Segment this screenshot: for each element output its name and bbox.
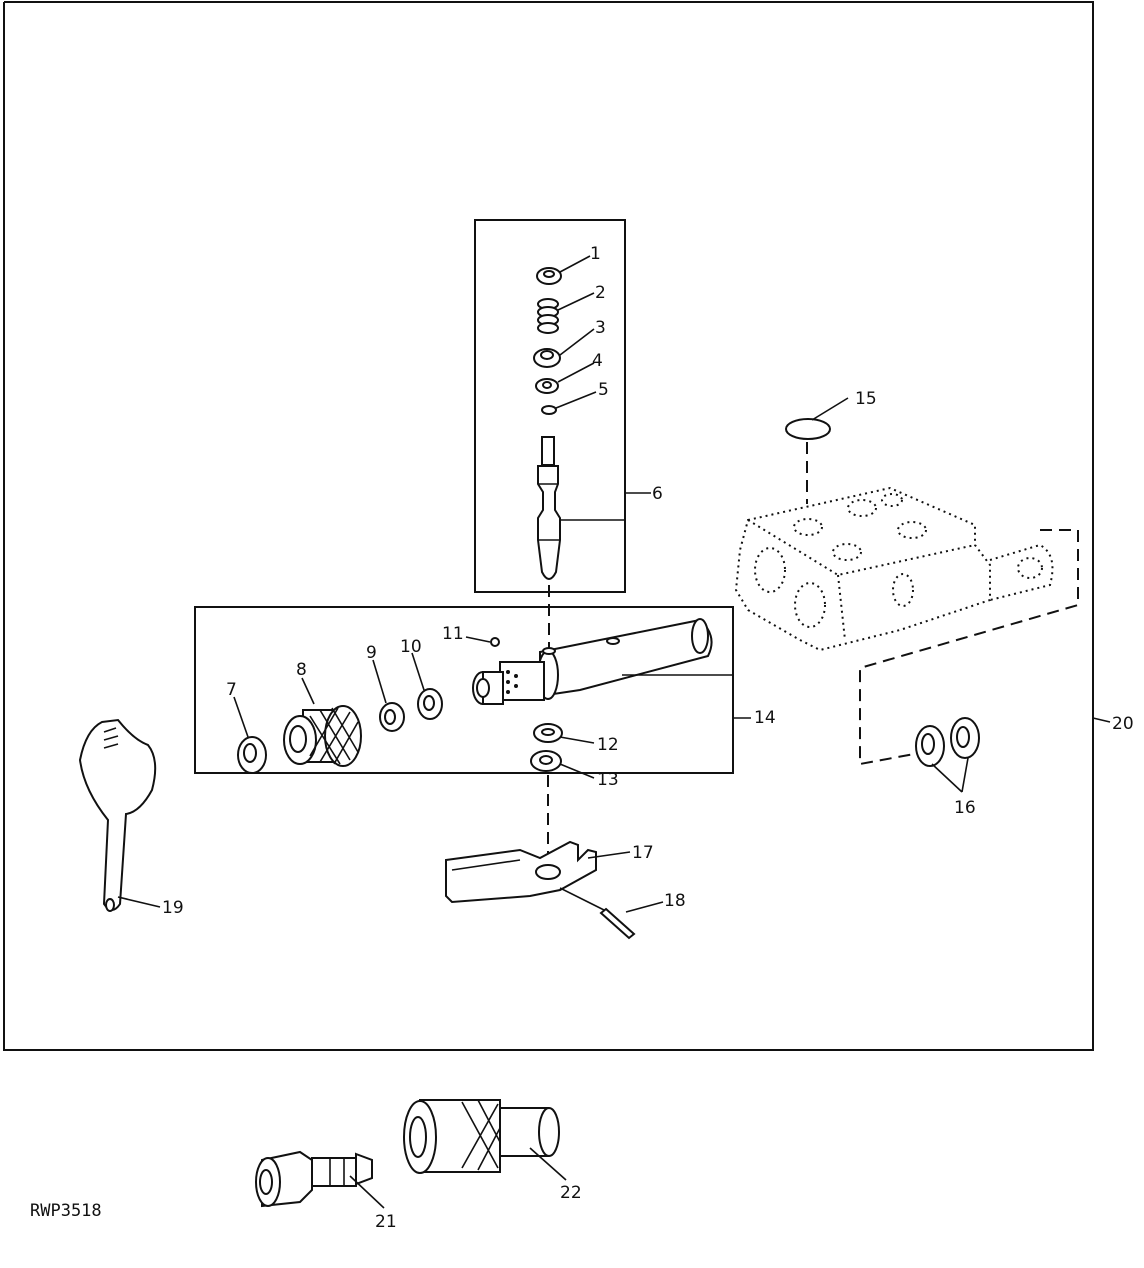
callout-18: 18 (664, 891, 686, 911)
callout-19: 19 (162, 898, 184, 918)
part-16-seals (915, 717, 980, 767)
part-1-washer (536, 267, 562, 285)
callout-3: 3 (595, 318, 606, 338)
part-6-plunger (537, 436, 561, 580)
figure-code: RWP3518 (30, 1201, 102, 1221)
callout-15: 15 (855, 389, 877, 409)
callout-17: 17 (632, 843, 654, 863)
part-14-spool (472, 618, 713, 705)
part-3-retainer (533, 348, 561, 368)
part-12-washer (533, 723, 563, 743)
callout-7: 7 (226, 680, 237, 700)
callout-20: 20 (1112, 714, 1134, 734)
callout-2: 2 (595, 283, 606, 303)
part-13-washer (530, 750, 562, 772)
callout-13: 13 (597, 770, 619, 790)
part-18-pin (559, 887, 636, 940)
callout-5: 5 (598, 380, 609, 400)
part-20-valve-body (734, 486, 1054, 652)
callout-12: 12 (597, 735, 619, 755)
callout-1: 1 (590, 244, 601, 264)
callout-6: 6 (652, 484, 663, 504)
detail-box-spool-assembly (194, 606, 734, 774)
part-20-bracket (859, 529, 1079, 766)
callout-8: 8 (296, 660, 307, 680)
callout-9: 9 (366, 643, 377, 663)
part-2-spring (537, 298, 559, 334)
part-8-knurled-nut (283, 705, 362, 767)
leader-lines (117, 255, 1111, 1209)
part-21-male-coupler (255, 1150, 373, 1208)
callout-22: 22 (560, 1183, 582, 1203)
part-15-cap (785, 418, 831, 440)
callout-16: 16 (954, 798, 976, 818)
part-4-washer (535, 378, 559, 394)
part-19-handle (78, 718, 157, 912)
callout-10: 10 (400, 637, 422, 657)
callout-11: 11 (442, 624, 464, 644)
callout-4: 4 (592, 351, 603, 371)
part-17-lever (445, 840, 597, 904)
part-22-female-coupler (403, 1099, 560, 1174)
diagram-frame (3, 1, 1094, 1051)
part-7-washer (237, 736, 267, 774)
part-10-washer (417, 688, 443, 720)
callout-21: 21 (375, 1212, 397, 1232)
part-5-o-ring (541, 405, 557, 415)
part-9-washer (379, 702, 405, 732)
part-11-ball (490, 637, 500, 647)
callout-14: 14 (754, 708, 776, 728)
